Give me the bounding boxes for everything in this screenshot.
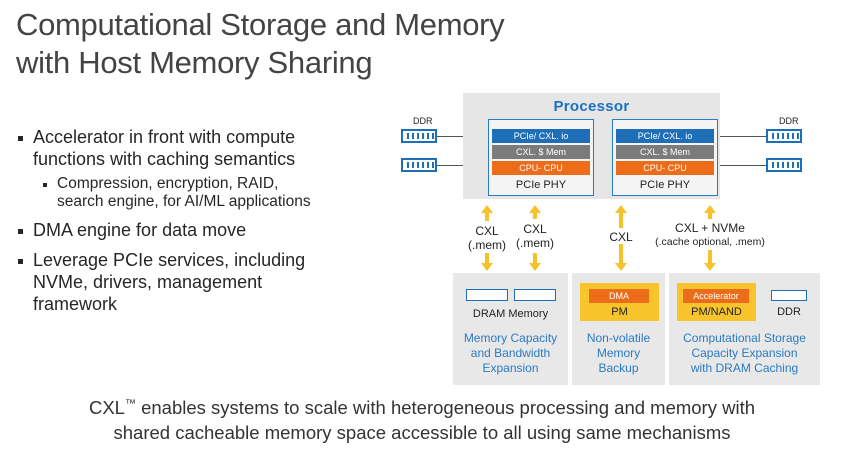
arrow-shaft xyxy=(533,213,537,219)
computational-storage-caption: Computational Storage Capacity Expansion… xyxy=(669,331,820,376)
pm-nand-label: PM/NAND xyxy=(691,306,742,318)
dimm-icon xyxy=(401,129,437,143)
arrow-shaft xyxy=(485,213,489,221)
arrow-down-head xyxy=(481,263,493,271)
bullet-pcie-line2: NVMe, drivers, management xyxy=(33,272,263,292)
ddr-connector xyxy=(720,136,766,137)
cxl-io-bar: PCIe/ CXL. io xyxy=(492,129,590,143)
ddr-label-left: DDR xyxy=(413,116,433,126)
cxl-brand: CXL xyxy=(88,397,125,419)
cpu-cpu-bar: CPU- CPU xyxy=(492,161,590,175)
bullet-pcie-line3: framework xyxy=(33,294,118,314)
dram-module-icon xyxy=(466,289,508,301)
pcie-phy-label: PCIe PHY xyxy=(639,179,691,191)
cxl-nvme-sub: (.cache optional, .mem) xyxy=(655,236,765,248)
dimm-icon xyxy=(766,158,802,172)
cxl-mem-label-2: CXL (.mem) xyxy=(511,222,559,250)
cxl-io-bar: PCIe/ CXL. io xyxy=(616,129,714,143)
footer-line-1: CXL™ enables systems to scale with heter… xyxy=(0,392,844,420)
caption-line: with DRAM Caching xyxy=(690,361,799,375)
caption-line: Computational Storage xyxy=(683,331,806,345)
accelerator-box: Accelerator xyxy=(683,289,749,303)
bullet-pcie-services: Leverage PCIe services, including NVMe, … xyxy=(33,249,305,315)
nonvolatile-caption: Non-volatile Memory Backup xyxy=(572,331,665,376)
cxl-mem-label-1: CXL (.mem) xyxy=(463,224,511,252)
ddr-label-right: DDR xyxy=(779,116,799,126)
cxl-mem-bar: CXL. $ Mem xyxy=(616,145,714,159)
bullet-accelerator-line1: Accelerator in front with compute xyxy=(33,127,296,147)
bullet-marker xyxy=(18,259,23,264)
arrow-down-head xyxy=(529,263,541,271)
arrow-up-head xyxy=(481,205,493,213)
ddr-connector xyxy=(720,165,766,166)
caption-line: and Bandwidth xyxy=(470,346,551,360)
title-line-1: Computational Storage and Memory xyxy=(16,7,505,42)
sub-bullet-line2: search engine, for AI/ML applications xyxy=(57,193,311,210)
arrow-shaft xyxy=(708,213,712,219)
ddr-label-storage: DDR xyxy=(777,306,801,318)
pcie-phy-label: PCIe PHY xyxy=(515,179,567,191)
pcie-phy-block-left: PCIe/ CXL. io CXL. $ Mem CPU- CPU PCIe P… xyxy=(488,119,594,196)
ddr-connector xyxy=(437,165,463,166)
dimm-icon xyxy=(401,158,437,172)
trademark-mark: ™ xyxy=(124,398,136,410)
footer-line-2: shared cacheable memory space accessible… xyxy=(113,422,731,444)
caption-line: Backup xyxy=(598,361,639,375)
caption-line: Capacity Expansion xyxy=(691,346,798,360)
pcie-phy-block-right: PCIe/ CXL. io CXL. $ Mem CPU- CPU PCIe P… xyxy=(612,119,718,196)
caption-line: Non-volatile xyxy=(586,331,651,345)
cpu-cpu-bar: CPU- CPU xyxy=(616,161,714,175)
footer-line-1-text: enables systems to scale with heterogene… xyxy=(135,397,756,419)
sub-bullet-compression: Compression, encryption, RAID, search en… xyxy=(57,175,311,211)
arrow-shaft xyxy=(708,250,712,263)
bullet-accelerator: Accelerator in front with compute functi… xyxy=(33,126,295,170)
processor-title: Processor xyxy=(553,98,630,115)
arrow-shaft xyxy=(619,244,623,263)
arrow-up-head xyxy=(615,205,627,213)
cxl-nvme-title: CXL + NVMe xyxy=(675,221,745,235)
arrow-up-head xyxy=(529,205,541,213)
slide-title: Computational Storage and Memory with Ho… xyxy=(16,6,616,82)
caption-line: Expansion xyxy=(482,361,539,375)
bullet-accelerator-line2: functions with caching semantics xyxy=(33,149,296,169)
cxl-nvme-label: CXL + NVMe (.cache optional, .mem) xyxy=(650,221,770,249)
ddr-connector xyxy=(437,136,463,137)
bullet-marker xyxy=(18,229,23,234)
cxl-label: CXL xyxy=(523,222,547,236)
arrow-shaft xyxy=(533,253,537,263)
caption-line: Memory Capacity xyxy=(463,331,558,345)
dma-engine-box: DMA xyxy=(589,289,649,303)
title-line-2: with Host Memory Sharing xyxy=(16,45,373,80)
cxl-sub-label: (.mem) xyxy=(468,238,506,252)
arrow-down-head xyxy=(704,263,716,271)
caption-line: Memory xyxy=(596,346,641,360)
sub-bullet-line1: Compression, encryption, RAID, xyxy=(57,175,279,192)
dram-memory-label: DRAM Memory xyxy=(472,308,549,320)
bullet-dma: DMA engine for data move xyxy=(33,220,247,240)
cxl-mem-bar: CXL. $ Mem xyxy=(492,145,590,159)
memory-capacity-caption: Memory Capacity and Bandwidth Expansion xyxy=(453,331,568,376)
cxl-label: CXL xyxy=(475,224,499,238)
dram-module-icon xyxy=(514,289,556,301)
dimm-icon xyxy=(766,129,802,143)
arrow-shaft xyxy=(485,253,489,263)
arrow-down-head xyxy=(615,263,627,271)
pm-label: PM xyxy=(611,306,628,318)
sub-bullet-marker xyxy=(43,183,47,187)
bullet-marker xyxy=(18,136,23,141)
arrow-up-head xyxy=(704,205,716,213)
cxl-sub-label: (.mem) xyxy=(516,236,554,250)
ddr-module-icon xyxy=(771,290,807,301)
footer-statement: CXL™ enables systems to scale with heter… xyxy=(0,392,844,445)
cxl-label-3: CXL xyxy=(609,230,633,244)
bullet-pcie-line1: Leverage PCIe services, including xyxy=(33,250,306,270)
arrow-shaft xyxy=(619,213,623,228)
